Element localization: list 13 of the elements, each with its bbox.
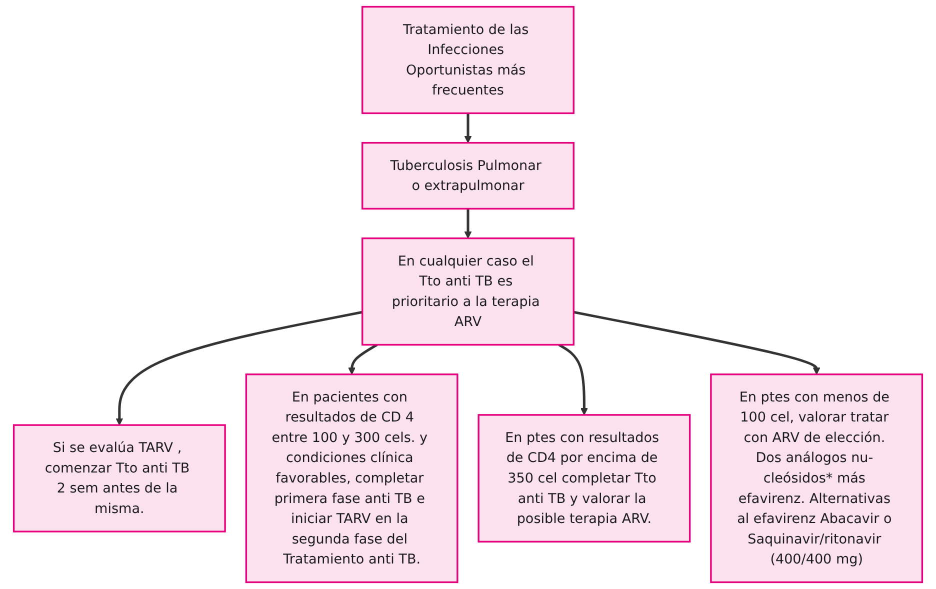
node-box: Si se evalúa TARV , comenzar Tto anti TB 2 sem antes de la misma. (12, 424, 226, 532)
arrow (464, 208, 472, 239)
arrow (348, 344, 378, 375)
node-box: En pacientes con resultados de CD 4 entre 100 y 300 cels. y condiciones clínica favorables, completar primera fase anti TB e iniciar TARV en la segunda fase del Tratamiento anti TB. (245, 374, 458, 584)
node-box: En ptes con menos de 100 cel, valorar tratar con ARV de elección. Dos análogos nu- cleósidos* más efavirenz. Alternativas al efavirenz Abacavir o Saquinavir/ritonavir (400/400 mg) (710, 374, 924, 584)
node-box: En cualquier caso el Tto anti TB es prioritario a la terapia ARV (362, 237, 574, 346)
node-box: En ptes con resultados de CD4 por encima de 350 cel completar Tto anti TB y valorar la posible terapia ARV. (478, 414, 691, 543)
arrow (558, 344, 588, 416)
node-box: Tuberculosis Pulmonar o extrapulmonar (362, 142, 574, 210)
arrow (116, 310, 363, 426)
arrow (573, 310, 820, 375)
node-box: Tratamiento de las Infecciones Oportunistas más frecuentes (362, 6, 574, 114)
arrow (464, 113, 472, 144)
